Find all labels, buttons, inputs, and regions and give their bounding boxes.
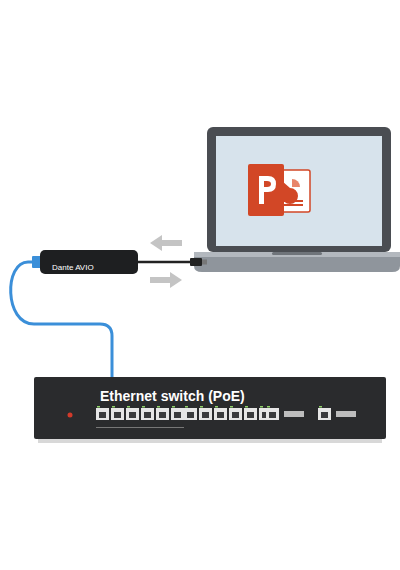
port-socket [99, 412, 106, 418]
switch-title: Ethernet switch (PoE) [100, 388, 245, 405]
laptop-screen [216, 136, 382, 246]
port-led [319, 406, 322, 408]
port-socket [202, 412, 209, 418]
usb-plug [190, 258, 202, 266]
port-led [97, 406, 100, 408]
arrow-right [150, 272, 182, 288]
port-led [157, 406, 160, 408]
laptop-base [194, 252, 400, 272]
port-socket [232, 412, 239, 418]
ethernet-port [244, 408, 257, 420]
switch-ports [34, 377, 386, 439]
port-socket [144, 412, 151, 418]
adapter-box: Dante AVIO [40, 250, 138, 274]
port-led [142, 406, 145, 408]
switch-box: Ethernet switch (PoE) [34, 377, 386, 439]
ethernet-port [171, 408, 184, 420]
port-led [185, 406, 188, 408]
port-led [267, 406, 270, 408]
ethernet-port [318, 408, 331, 420]
port-socket [217, 412, 224, 418]
port-socket [159, 412, 166, 418]
ethernet-port [214, 408, 227, 420]
ethernet-port [126, 408, 139, 420]
port-led [127, 406, 130, 408]
sfp-slot [336, 411, 356, 417]
usb-tip [202, 260, 207, 265]
port-led [172, 406, 175, 408]
port-led [215, 406, 218, 408]
ethernet-port [111, 408, 124, 420]
port-led [230, 406, 233, 408]
port-socket [129, 412, 136, 418]
port-socket [114, 412, 121, 418]
port-socket [174, 412, 181, 418]
arrow-left [150, 235, 182, 251]
port-led [112, 406, 115, 408]
ethernet-port [141, 408, 154, 420]
usb-cable [138, 261, 192, 264]
port-socket [321, 412, 328, 418]
ethernet-port [266, 408, 279, 420]
port-led [245, 406, 248, 408]
ethernet-port [229, 408, 242, 420]
device-label: Dante AVIO [52, 263, 94, 273]
ethernet-port [156, 408, 169, 420]
switch-shadow [38, 439, 382, 443]
ethernet-port [96, 408, 109, 420]
powerpoint-icon [248, 164, 310, 216]
laptop-notch [272, 252, 322, 255]
power-led [68, 413, 73, 418]
port-socket [247, 412, 254, 418]
port-socket [187, 412, 194, 418]
laptop-bezel [207, 127, 391, 252]
ethernet-port [184, 408, 197, 420]
ethernet-port [199, 408, 212, 420]
laptop-hinge [194, 252, 400, 257]
port-led [200, 406, 203, 408]
ethernet-cable [11, 262, 112, 377]
port-socket [269, 412, 276, 418]
sfp-slot [284, 411, 304, 417]
port-label-strip [96, 427, 184, 428]
port-led [260, 406, 263, 408]
